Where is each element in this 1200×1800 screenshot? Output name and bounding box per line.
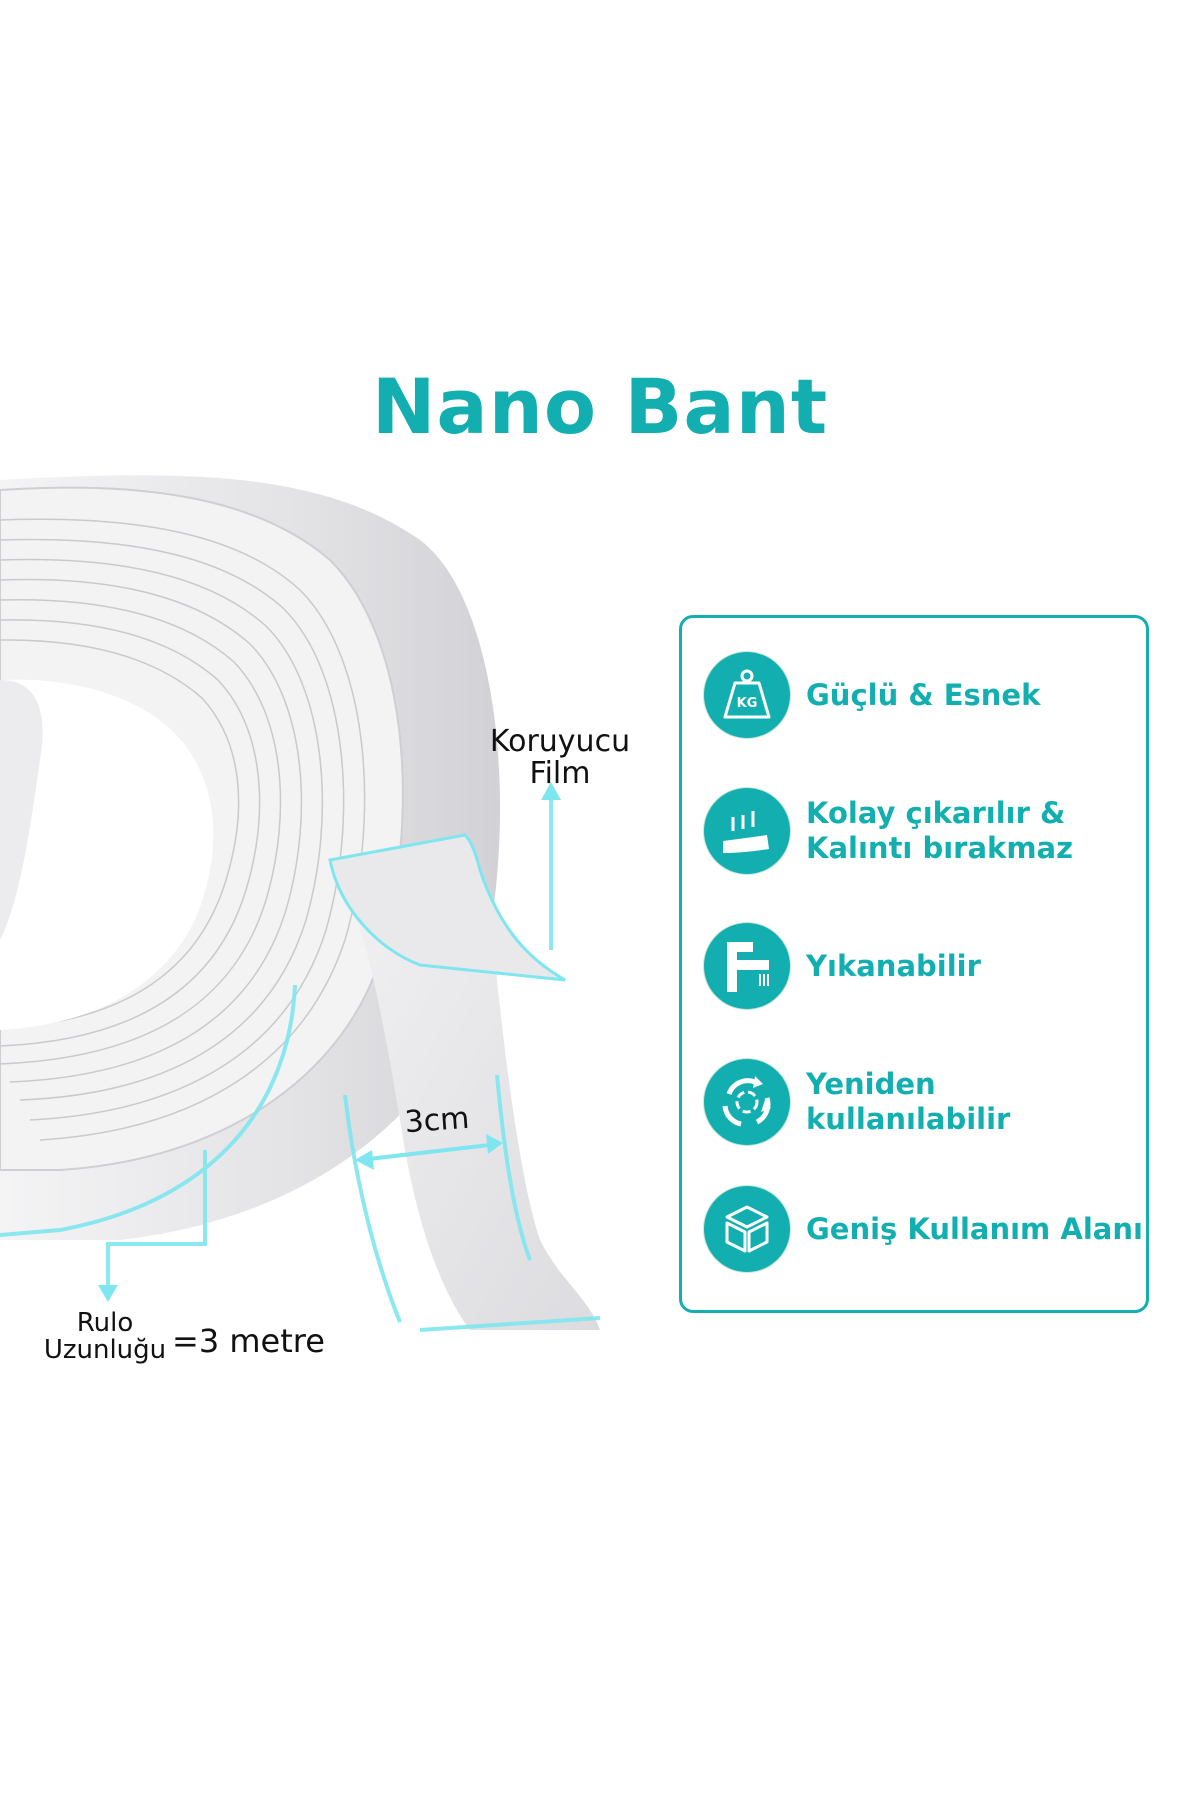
box-icon — [704, 1186, 790, 1272]
peel-off-icon — [704, 788, 790, 874]
features-panel: KG Güçlü & Esnek Kolay çıkarılır & Kalın… — [679, 615, 1149, 1313]
feature-label: Yıkanabilir — [806, 948, 981, 983]
feature-label: Güçlü & Esnek — [806, 677, 1041, 712]
protective-film-label: Koruyucu Film — [489, 724, 631, 791]
kg-weight-icon: KG — [704, 652, 790, 738]
feature-label: Yeniden kullanılabilir — [806, 1067, 1011, 1136]
svg-text:KG: KG — [737, 696, 758, 711]
feature-strong-flexible: KG Güçlü & Esnek — [704, 652, 1040, 738]
feature-reusable: Yeniden kullanılabilir — [704, 1059, 1146, 1145]
recycle-icon — [704, 1059, 790, 1145]
feature-label: Geniş Kullanım Alanı — [806, 1211, 1143, 1246]
roll-length-label: Rulo Uzunluğu — [43, 1308, 167, 1366]
roll-length-value: =3 metre — [172, 1322, 325, 1360]
page-title: Nano Bant — [371, 362, 829, 451]
feature-label: Kolay çıkarılır & Kalıntı bırakmaz — [806, 796, 1073, 865]
feature-wide-usage: Geniş Kullanım Alanı — [704, 1186, 1143, 1272]
feature-easy-removal: Kolay çıkarılır & Kalıntı bırakmaz — [704, 788, 1073, 874]
width-label: 3cm — [403, 1100, 471, 1141]
faucet-icon — [704, 923, 790, 1009]
feature-washable: Yıkanabilir — [704, 923, 981, 1009]
